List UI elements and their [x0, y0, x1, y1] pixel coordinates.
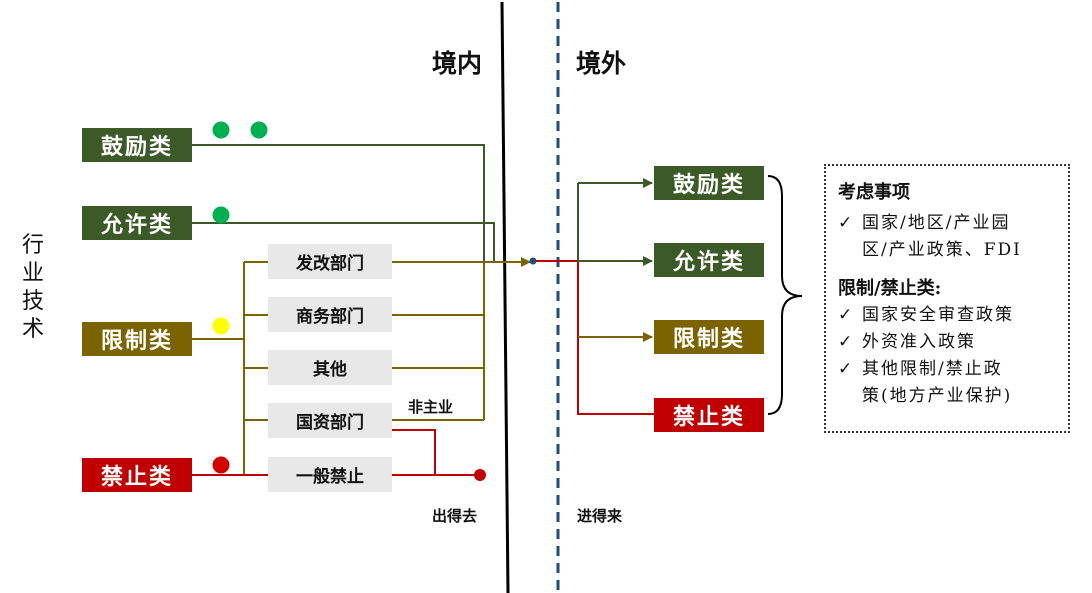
- permit-connector: [192, 222, 495, 262]
- department-connectors: [392, 261, 530, 421]
- green-dot-3: [212, 206, 230, 224]
- restrict-prohibit-title: 限制/禁止类:: [838, 278, 942, 299]
- note-item: ✓ 国家/地区/产业园: [838, 210, 1068, 237]
- left-encourage-box: 鼓励类: [82, 128, 192, 162]
- domestic-border-line: [500, 1, 510, 593]
- prohibit-connector: [192, 429, 478, 476]
- general-prohibit-box: 一般禁止: [268, 457, 392, 492]
- check-icon: ✓: [838, 332, 853, 352]
- note-item: ✓ 外资准入政策: [838, 329, 1068, 356]
- outbound-label: 出得去: [432, 507, 478, 525]
- domestic-label: 境内: [432, 49, 483, 78]
- right-restrict-box: 限制类: [654, 320, 764, 354]
- right-brace: [767, 175, 803, 415]
- check-icon: ✓: [838, 359, 853, 379]
- sasac-box: 国资部门: [268, 403, 392, 438]
- commerce-box: 商务部门: [268, 297, 392, 332]
- overseas-label: 境外: [576, 49, 627, 78]
- non-main-business-label: 非主业: [408, 398, 454, 416]
- overseas-green-trunk: [577, 183, 653, 266]
- red-dot: [212, 456, 230, 474]
- right-prohibit-box: 禁止类: [654, 398, 764, 432]
- left-restrict-box: 限制类: [82, 322, 192, 356]
- considerations-panel: 考虑事项 ✓ 国家/地区/产业园 区/产业政策、FDI 限制/禁止类: ✓ 国家…: [824, 164, 1070, 433]
- left-prohibit-box: 禁止类: [82, 458, 192, 492]
- restrict-tree: [192, 261, 268, 475]
- note-item: ✓ 其他限制/禁止政: [838, 356, 1068, 383]
- green-dot-1: [212, 121, 230, 139]
- other-box: 其他: [268, 350, 392, 385]
- right-encourage-box: 鼓励类: [654, 166, 764, 200]
- left-permit-box: 允许类: [82, 206, 192, 240]
- green-dot-2: [250, 121, 268, 139]
- industry-technology-label: 行 业 技 术: [21, 233, 44, 342]
- inbound-label: 进得来: [577, 507, 623, 525]
- check-icon: ✓: [838, 305, 853, 325]
- junction-dot: [529, 257, 537, 265]
- note-item: ✓ 国家安全审查政策: [838, 302, 1068, 329]
- right-permit-box: 允许类: [654, 243, 764, 277]
- ndrc-box: 发改部门: [268, 244, 392, 279]
- considerations-title: 考虑事项: [838, 182, 910, 203]
- prohibit-end-dot: [474, 469, 486, 481]
- yellow-dot: [212, 317, 230, 335]
- check-icon: ✓: [838, 213, 853, 233]
